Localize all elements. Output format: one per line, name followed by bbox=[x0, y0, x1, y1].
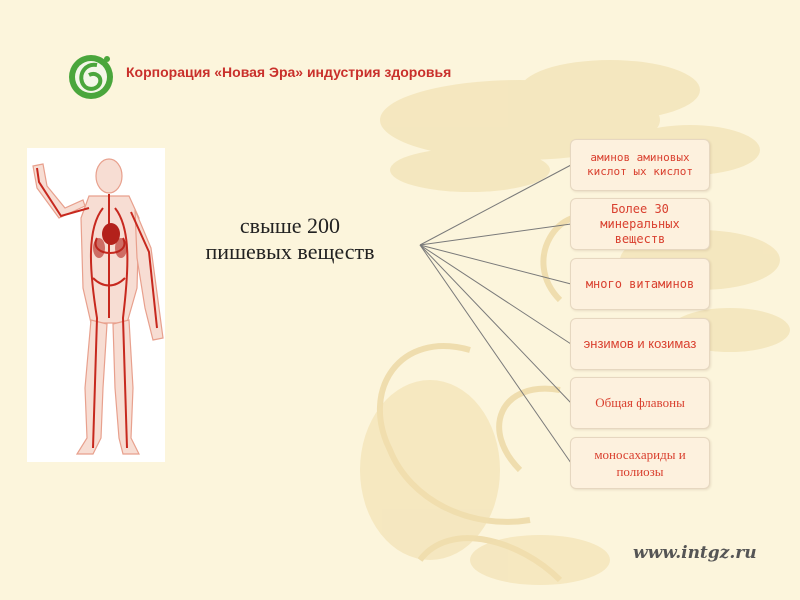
nutrient-box-enzymes: энзимов и козимаз bbox=[570, 318, 710, 370]
center-caption-line2: пишевых веществ bbox=[180, 239, 400, 265]
new-era-logo-icon bbox=[66, 51, 116, 101]
human-circulatory-system-icon bbox=[27, 148, 165, 462]
nutrient-box-flavones: Общая флавоны bbox=[570, 377, 710, 429]
nutrient-box-vitamins: много витаминов bbox=[570, 258, 710, 310]
nutrient-box-saccharides: моносахариды и полиозы bbox=[570, 437, 710, 489]
website-link[interactable]: www.intgz.ru bbox=[633, 543, 757, 563]
header: Корпорация «Новая Эра» индустрия здоровь… bbox=[66, 50, 116, 102]
nutrient-box-minerals: Более 30 минеральных веществ bbox=[570, 198, 710, 250]
human-figure-panel bbox=[27, 148, 165, 462]
nutrient-box-amino-acids: аминов аминовых кислот ых кислот bbox=[570, 139, 710, 191]
company-title: Корпорация «Новая Эра» индустрия здоровь… bbox=[126, 64, 451, 80]
center-caption-line1: свыше 200 bbox=[180, 213, 400, 239]
center-caption: свыше 200 пишевых веществ bbox=[180, 213, 400, 265]
